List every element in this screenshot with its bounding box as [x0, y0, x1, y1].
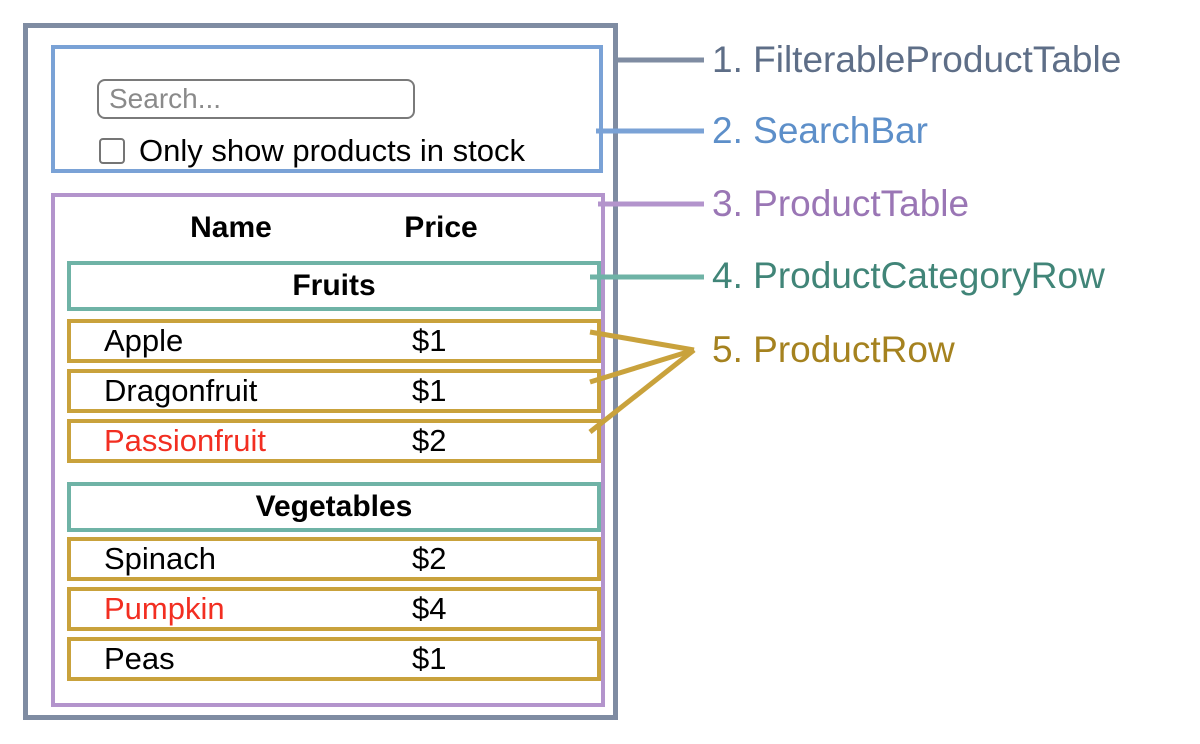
annotation-filterable-product-table: 1. FilterableProductTable: [712, 39, 1122, 80]
product-price: $2: [412, 423, 447, 458]
product-name: Spinach: [104, 541, 217, 576]
product-name: Peas: [104, 641, 175, 676]
product-price: $1: [412, 373, 447, 408]
product-row-pumpkin: Pumpkin $4: [67, 587, 601, 631]
in-stock-checkbox-label: Only show products in stock: [139, 133, 525, 168]
search-bar-box: Only show products in stock: [51, 45, 603, 173]
product-price: $2: [412, 541, 447, 576]
product-table-box: Name Price Fruits Apple $1 Dragonfruit $…: [51, 193, 605, 707]
product-price: $1: [412, 323, 447, 358]
price-column-header: Price: [404, 211, 478, 244]
filterable-product-table-box: Only show products in stock Name Price F…: [23, 23, 618, 720]
category-row-fruits: Fruits: [67, 261, 601, 311]
product-row-peas: Peas $1: [67, 637, 601, 681]
search-input[interactable]: [97, 79, 415, 119]
annotation-product-row: 5. ProductRow: [712, 329, 955, 370]
product-name: Dragonfruit: [104, 373, 258, 408]
product-name: Pumpkin: [104, 591, 225, 626]
annotation-product-table: 3. ProductTable: [712, 183, 970, 224]
category-label: Fruits: [292, 269, 376, 302]
product-row-spinach: Spinach $2: [67, 537, 601, 581]
product-row-passionfruit: Passionfruit $2: [67, 419, 601, 463]
product-price: $4: [412, 591, 447, 626]
name-column-header: Name: [190, 211, 272, 244]
category-label: Vegetables: [255, 490, 413, 523]
product-price: $1: [412, 641, 447, 676]
stock-filter-row[interactable]: Only show products in stock: [99, 133, 525, 169]
annotation-product-category-row: 4. ProductCategoryRow: [712, 255, 1105, 296]
annotation-search-bar: 2. SearchBar: [712, 110, 928, 151]
product-row-apple: Apple $1: [67, 319, 601, 363]
product-name: Apple: [104, 323, 184, 358]
product-name: Passionfruit: [104, 423, 266, 458]
category-row-vegetables: Vegetables: [67, 482, 601, 532]
in-stock-checkbox[interactable]: [99, 138, 125, 164]
product-row-dragonfruit: Dragonfruit $1: [67, 369, 601, 413]
